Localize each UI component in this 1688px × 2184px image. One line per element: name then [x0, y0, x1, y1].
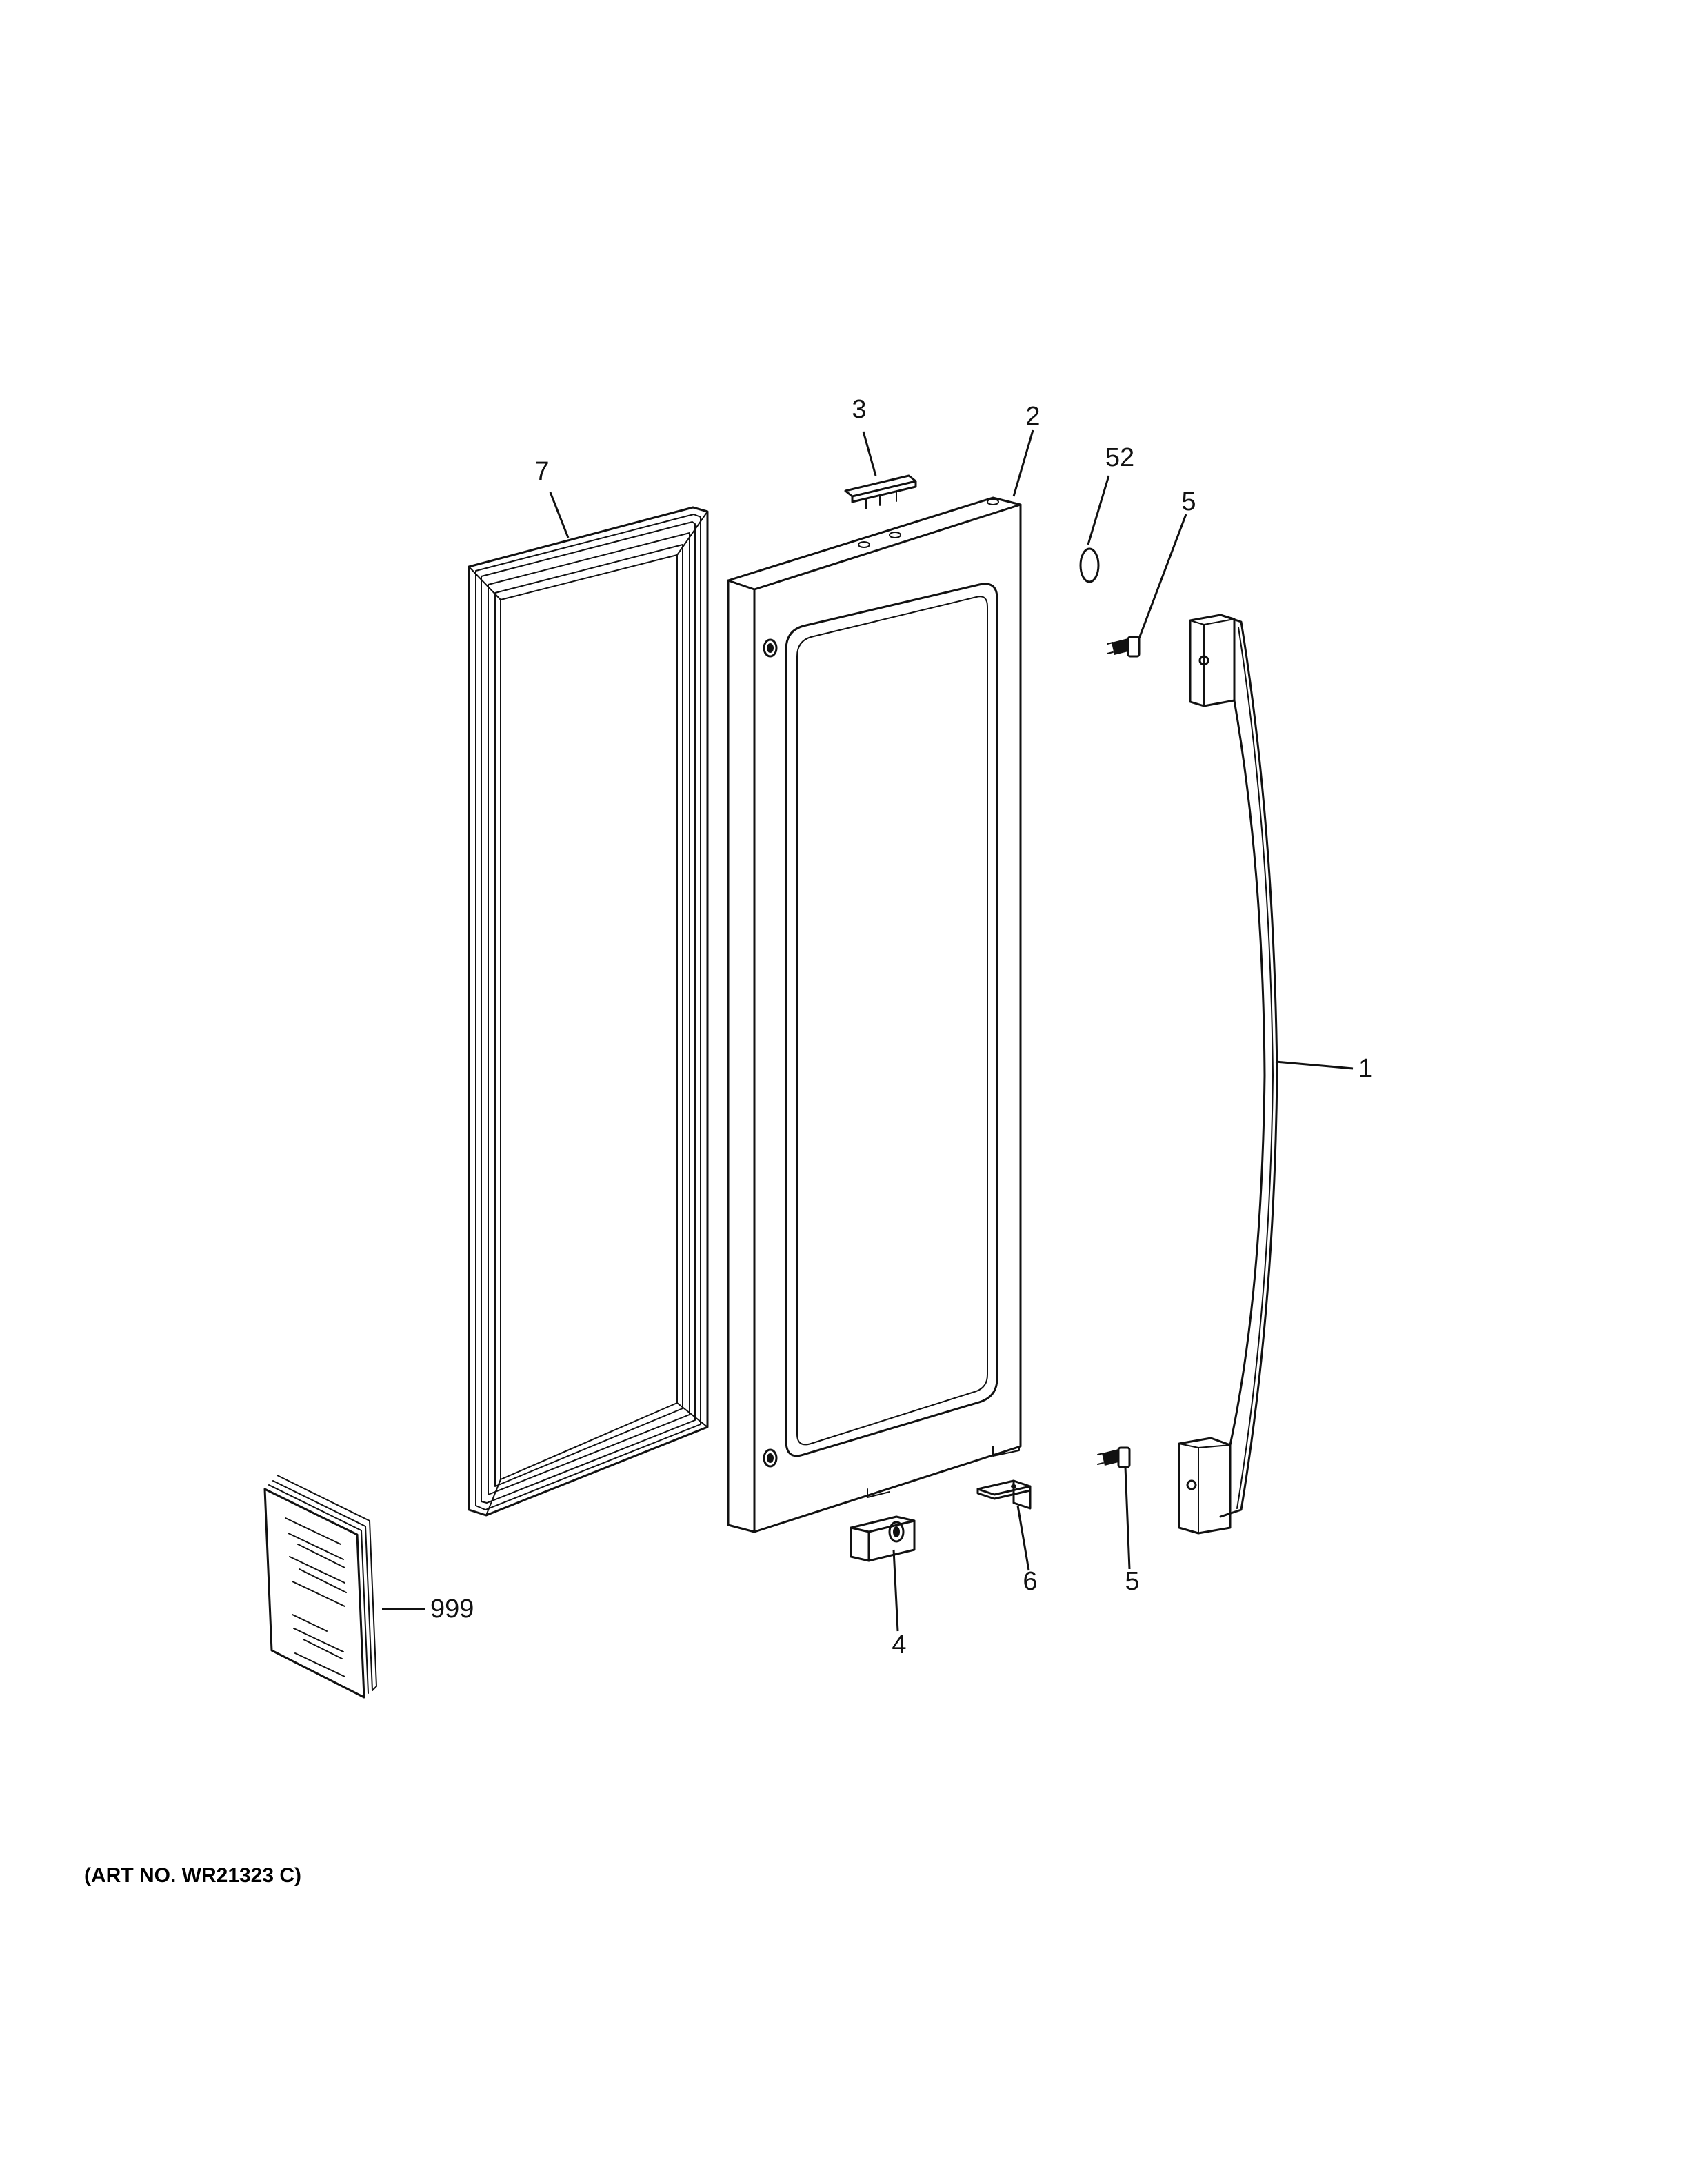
art-number-caption: (ART NO. WR21323 C) — [84, 1864, 301, 1887]
bottom-hinge-block[interactable] — [850, 1515, 916, 1562]
callout-5-bottom: 5 — [1125, 1567, 1139, 1596]
callout-5-top: 5 — [1181, 487, 1196, 516]
callout-1: 1 — [1358, 1054, 1373, 1083]
plug-button[interactable] — [1079, 547, 1100, 583]
top-cap[interactable] — [844, 474, 917, 509]
door-gasket[interactable] — [468, 506, 709, 1517]
door-panel[interactable] — [727, 496, 1022, 1533]
callout-4: 4 — [892, 1630, 906, 1659]
leader-lines — [382, 429, 1354, 1632]
handle-screw-top[interactable] — [1107, 636, 1141, 658]
handle-screw-bottom[interactable] — [1097, 1446, 1131, 1468]
callout-7: 7 — [534, 457, 549, 486]
callout-6: 6 — [1023, 1567, 1037, 1596]
hinge-bracket[interactable] — [976, 1479, 1032, 1510]
callout-2: 2 — [1025, 402, 1040, 431]
door-handle[interactable] — [1178, 614, 1278, 1535]
literature-manual[interactable] — [263, 1475, 377, 1699]
callout-3: 3 — [852, 395, 866, 424]
callout-52: 52 — [1105, 443, 1134, 472]
callout-999: 999 — [430, 1595, 474, 1624]
